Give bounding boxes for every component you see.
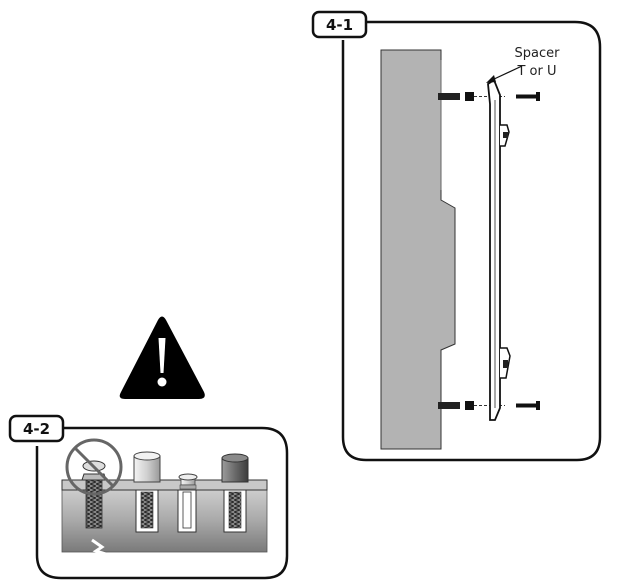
bracket-clip-lower-detail <box>503 360 508 368</box>
warning-triangle-icon <box>119 316 205 399</box>
screw-prohibited <box>81 460 107 529</box>
wall-anchor-bottom <box>438 402 460 409</box>
step-4-1-label-box <box>311 10 368 39</box>
step-4-1-frame <box>340 20 602 462</box>
step-4-2-panel: 4-2 <box>8 414 289 580</box>
anchor-dark-tall <box>221 453 249 533</box>
wall-crack <box>91 538 127 563</box>
spacer-callout-line1: Spacer <box>515 46 561 61</box>
prohibited-sign-icon <box>65 438 123 496</box>
spacer-top <box>465 92 474 101</box>
step-4-1-panel: 4-1 Spacer T or U <box>311 10 602 462</box>
spacer-callout-line2: T or U <box>516 64 556 79</box>
spacer-bottom <box>465 401 474 410</box>
bracket-clip-upper-detail <box>503 132 508 138</box>
step-4-1-label: 4-1 <box>326 16 353 34</box>
spacer-callout-leader <box>491 65 523 81</box>
wall <box>380 49 456 450</box>
step-4-2-label-box <box>8 414 65 443</box>
screw-top <box>516 92 540 101</box>
wall-anchor-top <box>438 93 460 100</box>
mount-bracket <box>487 78 501 421</box>
mount-plate <box>61 479 268 491</box>
anchor-light-tall <box>133 451 161 533</box>
spacer-callout-arrowhead <box>486 75 496 83</box>
step-4-2-frame <box>35 426 289 580</box>
step-4-2-label: 4-2 <box>23 420 50 438</box>
anchor-short <box>177 473 198 533</box>
screw-bottom <box>516 401 540 410</box>
